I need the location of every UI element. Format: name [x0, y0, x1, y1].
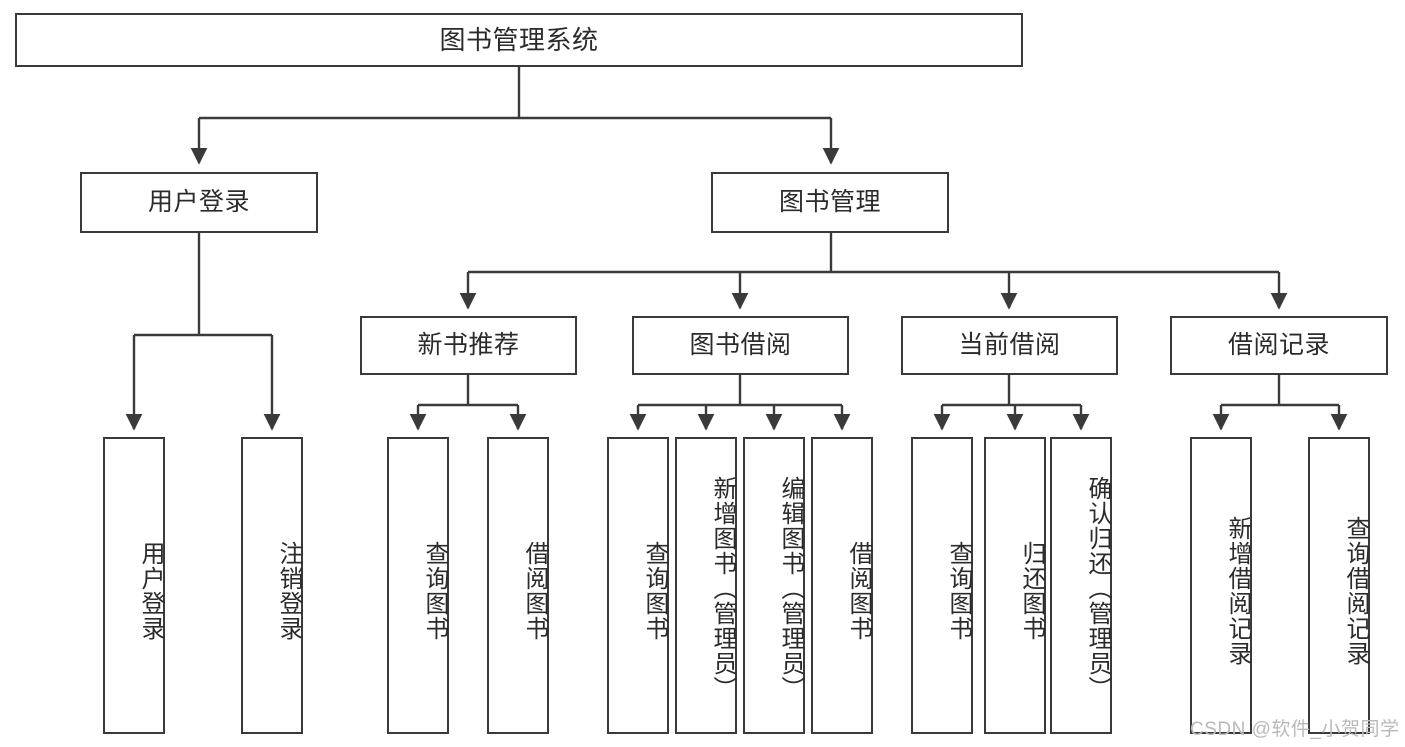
node-user-login[interactable]: 用户登录: [80, 172, 318, 233]
node-label: 图书管理系统: [439, 24, 599, 55]
node-label: 归还图书: [1018, 540, 1045, 641]
node-leaf-return-book[interactable]: 归还图书: [984, 437, 1046, 734]
node-leaf-logout[interactable]: 注销登录: [241, 437, 303, 734]
node-label: 当前借阅: [958, 330, 1061, 359]
node-borrow-record[interactable]: 借阅记录: [1170, 316, 1388, 375]
node-label: 确认归还（管理员）: [1084, 476, 1111, 701]
node-book-borrow[interactable]: 图书借阅: [632, 316, 849, 375]
node-label: 新增图书（管理员）: [709, 476, 736, 701]
node-label: 借阅记录: [1227, 330, 1330, 359]
node-leaf-edit-book[interactable]: 编辑图书（管理员）: [743, 437, 805, 734]
node-current-borrow[interactable]: 当前借阅: [901, 316, 1118, 375]
watermark-text: CSDN @软件_小贺同学: [1190, 719, 1400, 740]
node-leaf-user-login[interactable]: 用户登录: [103, 437, 165, 734]
node-label: 查询图书: [945, 540, 972, 641]
node-leaf-add-record[interactable]: 新增借阅记录: [1190, 437, 1252, 734]
node-new-book-rec[interactable]: 新书推荐: [360, 316, 577, 375]
node-leaf-query-book-1[interactable]: 查询图书: [387, 437, 449, 734]
node-label: 借阅图书: [521, 540, 548, 641]
node-label: 图书借阅: [689, 330, 792, 359]
node-leaf-borrow-book-1[interactable]: 借阅图书: [487, 437, 549, 734]
node-label: 查询图书: [421, 540, 448, 641]
node-leaf-add-book[interactable]: 新增图书（管理员）: [675, 437, 737, 734]
node-leaf-borrow-book-2[interactable]: 借阅图书: [811, 437, 873, 734]
node-book-manage[interactable]: 图书管理: [711, 172, 949, 233]
node-label: 用户登录: [147, 187, 250, 216]
node-label: 借阅图书: [845, 540, 872, 641]
node-label: 编辑图书（管理员）: [777, 476, 804, 701]
node-label: 新增借阅记录: [1224, 515, 1251, 666]
node-root-system[interactable]: 图书管理系统: [15, 13, 1023, 67]
node-label: 查询借阅记录: [1342, 515, 1369, 666]
node-label: 新书推荐: [417, 330, 520, 359]
node-leaf-confirm-return[interactable]: 确认归还（管理员）: [1050, 437, 1112, 734]
node-label: 注销登录: [275, 540, 302, 641]
node-label: 查询图书: [641, 540, 668, 641]
node-leaf-query-record[interactable]: 查询借阅记录: [1308, 437, 1370, 734]
node-label: 用户登录: [137, 540, 164, 641]
node-leaf-query-book-3[interactable]: 查询图书: [911, 437, 973, 734]
node-leaf-query-book-2[interactable]: 查询图书: [607, 437, 669, 734]
node-label: 图书管理: [778, 187, 881, 216]
